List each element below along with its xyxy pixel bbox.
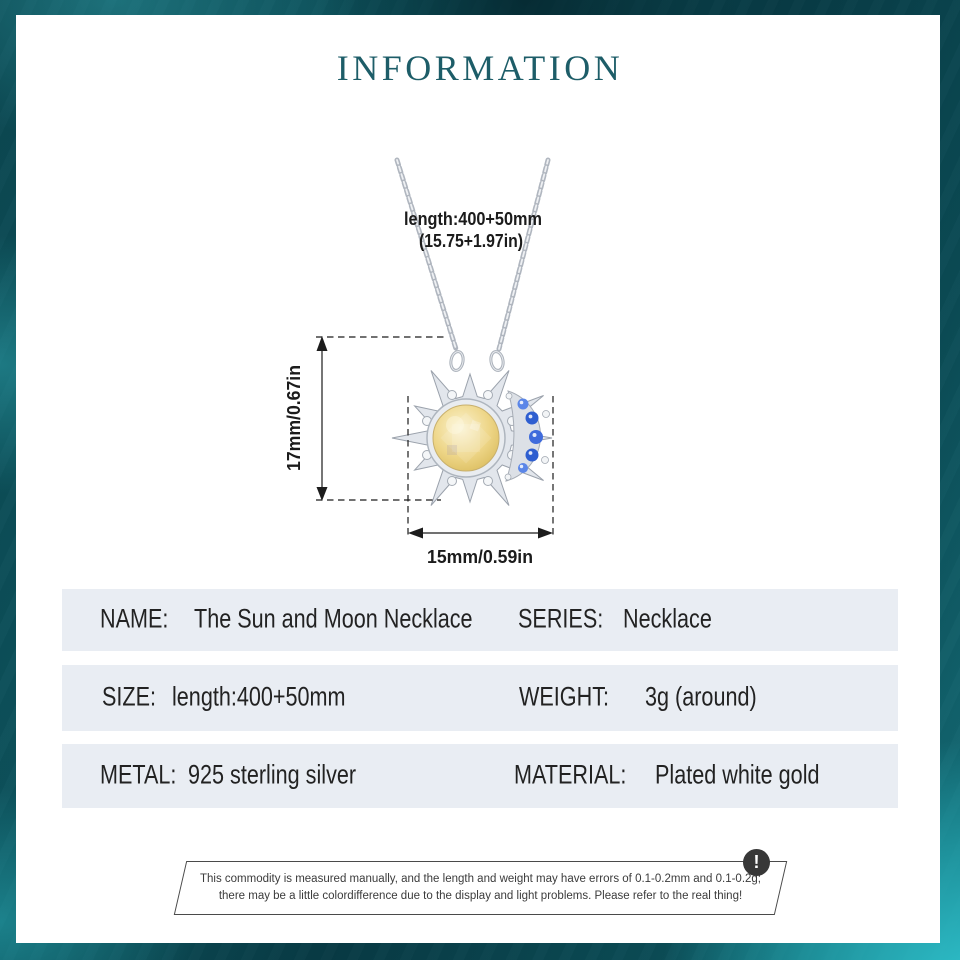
pendant-bails <box>449 350 505 372</box>
disclaimer-line1: This commodity is measured manually, and… <box>199 873 761 885</box>
pendant-height-label: 17mm/0.67in <box>284 365 304 471</box>
material-label: MATERIAL: <box>514 759 627 790</box>
dimension-arrowheads <box>316 336 553 539</box>
spec-row-size-weight: SIZE: length:400+50mm WEIGHT: 3g (around… <box>62 665 898 731</box>
series-value: Necklace <box>623 603 712 634</box>
name-value: The Sun and Moon Necklace <box>194 603 473 634</box>
chain-length-label-line2: (15.75+1.97in) <box>419 231 523 251</box>
size-label: SIZE: <box>102 681 157 712</box>
metal-label: METAL: <box>100 759 177 790</box>
size-value: length:400+50mm <box>172 681 346 712</box>
spec-row-name-series: NAME: The Sun and Moon Necklace SERIES: … <box>62 589 898 651</box>
disclaimer-box: This commodity is measured manually, and… <box>173 861 788 915</box>
disclaimer-line2: there may be a little colordifference du… <box>218 890 743 902</box>
necklace-chain <box>394 157 551 352</box>
moon-crescent <box>504 390 550 482</box>
dimension-lines <box>316 336 554 538</box>
pendant-width-label: 15mm/0.59in <box>427 547 533 567</box>
exclamation-icon: ! <box>743 849 770 876</box>
weight-value: 3g (around) <box>645 681 757 712</box>
spec-row-metal-material: METAL: 925 sterling silver MATERIAL: Pla… <box>62 744 898 808</box>
chain-length-label-line1: length:400+50mm <box>404 209 542 229</box>
name-label: NAME: <box>100 603 169 634</box>
metal-value: 925 sterling silver <box>188 759 357 790</box>
weight-label: WEIGHT: <box>519 681 609 712</box>
material-value: Plated white gold <box>655 759 820 790</box>
sun-stone <box>426 398 506 478</box>
series-label: SERIES: <box>518 603 604 634</box>
page-title: INFORMATION <box>336 48 624 88</box>
